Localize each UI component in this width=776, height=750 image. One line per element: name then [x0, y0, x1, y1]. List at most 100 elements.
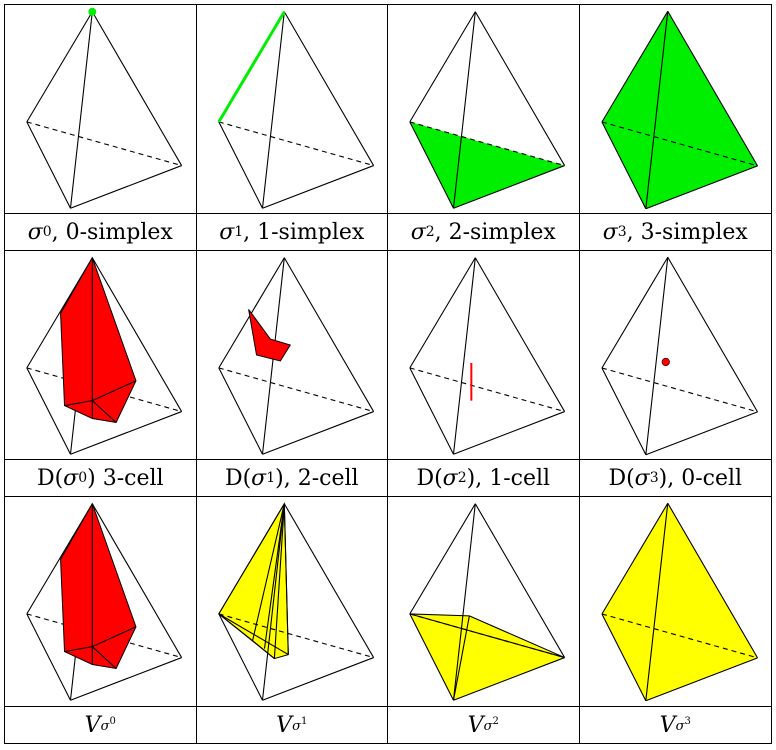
- tetrahedron-figure: [409, 257, 566, 455]
- hidden-edge: [218, 121, 374, 167]
- caption-sym: σ: [634, 465, 650, 491]
- highlighted-edge: [217, 11, 286, 123]
- caption-sym: σ: [63, 465, 79, 491]
- caption-sup: 2: [425, 224, 435, 240]
- edge: [261, 503, 285, 701]
- edge: [600, 121, 646, 209]
- edge: [453, 165, 565, 209]
- caption-pre: D(: [416, 465, 443, 491]
- edge: [70, 411, 182, 455]
- caption-pre: D(: [224, 465, 252, 491]
- edge: [644, 503, 668, 701]
- caption-sub: σ2: [483, 716, 499, 734]
- tetrahedron-figure: [409, 11, 566, 209]
- volume-edge: [409, 613, 565, 659]
- edge: [474, 503, 566, 658]
- highlighted-face: [409, 121, 565, 209]
- hidden-edge: [218, 367, 374, 413]
- tetrahedron-figure: [217, 11, 374, 209]
- edge: [26, 11, 93, 123]
- tetrahedron-figure: [26, 256, 183, 455]
- caption-sup: 1: [266, 470, 276, 486]
- edge: [26, 613, 71, 701]
- volume-edge: [263, 503, 285, 649]
- edge: [453, 411, 565, 455]
- dual-cell-edge: [64, 400, 93, 407]
- edge: [453, 657, 565, 701]
- hidden-edge: [218, 613, 374, 659]
- caption-sym: V: [84, 712, 101, 738]
- edge: [261, 657, 374, 701]
- caption-text: , 2-simplex: [434, 219, 556, 245]
- edge: [217, 367, 263, 455]
- edge: [452, 503, 476, 701]
- caption-text: ), 2-cell: [275, 465, 359, 491]
- edge: [217, 613, 263, 701]
- hidden-edge: [409, 121, 565, 167]
- edge: [409, 613, 454, 701]
- hidden-edge: [601, 121, 758, 167]
- edge: [600, 256, 668, 369]
- volume-edge: [251, 640, 275, 659]
- edge: [283, 11, 374, 166]
- edge: [666, 502, 758, 659]
- edge: [474, 11, 566, 166]
- edge: [217, 503, 285, 615]
- dual-cell-edge: [64, 646, 93, 653]
- tetrahedron-figure: [600, 502, 758, 702]
- caption-sup: 3: [649, 470, 659, 486]
- volume-edge: [218, 613, 289, 656]
- edge: [645, 657, 758, 702]
- edge: [409, 11, 476, 123]
- edge: [26, 367, 71, 455]
- edge: [217, 121, 263, 209]
- edge: [91, 11, 183, 166]
- edge: [600, 613, 646, 701]
- caption-sub: σ0: [100, 716, 116, 734]
- edge: [261, 165, 374, 209]
- caption-text: ), 0-cell: [658, 465, 743, 491]
- dual-cell-edge: [91, 400, 117, 423]
- caption-text: , 1-simplex: [243, 219, 365, 245]
- caption-sub: σ3: [675, 716, 691, 734]
- volume-edge: [251, 503, 285, 641]
- tetrahedron-figure: [600, 10, 758, 210]
- edge: [600, 367, 646, 455]
- edge: [645, 411, 758, 456]
- highlighted-solid: [601, 11, 758, 209]
- caption-sym: σ: [219, 219, 235, 245]
- dual-0-cell: [661, 357, 670, 367]
- caption-pre: D(: [608, 465, 635, 491]
- edge: [70, 657, 182, 701]
- edge: [409, 257, 476, 369]
- volume-edge: [283, 503, 289, 655]
- hidden-edge: [601, 613, 758, 659]
- tetrahedron-figure: [600, 256, 758, 456]
- edge: [474, 257, 566, 412]
- dual-cell-edge: [92, 626, 137, 648]
- edge: [91, 257, 183, 412]
- volume-sigma3: [601, 503, 758, 701]
- caption-sup: 0: [78, 470, 88, 486]
- hidden-edge: [409, 367, 565, 413]
- tetrahedron-figure: [26, 7, 183, 209]
- edge: [283, 257, 374, 412]
- edge: [600, 10, 668, 123]
